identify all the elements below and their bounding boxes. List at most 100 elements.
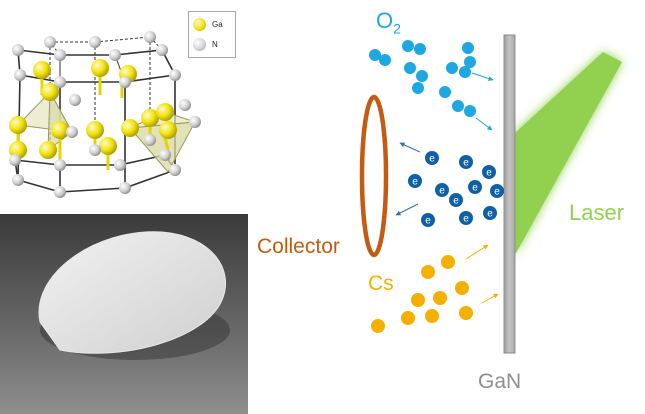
electron	[408, 174, 422, 188]
ga-atom	[121, 119, 139, 137]
electron	[421, 213, 435, 227]
ga-atom	[86, 121, 104, 139]
n-atom	[156, 44, 168, 56]
ga-atom	[99, 137, 117, 155]
ga-swatch-icon	[193, 17, 206, 31]
o2-arrow	[471, 72, 494, 81]
cs-label: Cs	[368, 272, 394, 295]
ga-atom	[156, 103, 174, 121]
n-atom	[54, 159, 66, 171]
o2-molecule	[404, 62, 416, 74]
cs-arrow	[481, 293, 499, 304]
electron	[459, 211, 473, 225]
legend-label-ga: Ga	[212, 19, 223, 29]
n-atom	[12, 174, 24, 186]
electron	[435, 183, 449, 197]
legend-item-ga: Ga	[193, 16, 223, 32]
electron-label: e	[463, 214, 469, 225]
electron	[483, 206, 497, 220]
electron-label: e	[425, 216, 431, 227]
o2-label-sub: 2	[393, 20, 401, 37]
n-atom	[189, 116, 201, 128]
n-atom	[109, 49, 121, 61]
n-atom	[14, 69, 26, 81]
cs-atom	[401, 311, 415, 325]
ga-atom	[141, 109, 159, 127]
cs-atom	[411, 293, 425, 307]
electron-label: e	[494, 187, 500, 198]
gan-substrate	[503, 34, 516, 354]
n-atom	[54, 186, 66, 198]
cs-atom	[371, 319, 385, 333]
o2-molecule	[416, 70, 428, 82]
electron	[482, 165, 496, 179]
collector-label: Collector	[257, 235, 340, 258]
cs-atom	[433, 291, 447, 305]
electron-label: e	[472, 183, 478, 194]
n-atom	[159, 149, 171, 161]
legend-label-n: N	[212, 39, 218, 49]
o2-molecule	[446, 62, 458, 74]
n-atom	[144, 134, 156, 146]
electron	[468, 180, 482, 194]
n-atom	[44, 36, 56, 48]
o2-molecules	[369, 40, 476, 117]
o2-molecule	[459, 66, 471, 78]
n-atom	[144, 31, 156, 43]
electron-label: e	[412, 177, 418, 188]
electron-label: e	[487, 209, 493, 220]
laser-label: Laser	[569, 200, 625, 225]
o2-molecule	[402, 40, 414, 52]
flow-arrows	[395, 72, 499, 304]
n-atom	[66, 126, 78, 138]
electron	[490, 184, 504, 198]
n-atom	[119, 76, 131, 88]
electron-label: e	[439, 186, 445, 197]
electron	[425, 151, 439, 165]
electron	[459, 155, 473, 169]
n-swatch-icon	[193, 37, 206, 51]
n-atom	[12, 44, 24, 56]
n-atom	[54, 49, 66, 61]
laser-beam	[515, 52, 622, 255]
electron-label: e	[429, 154, 435, 165]
o2-molecule	[439, 86, 451, 98]
cs-atom	[421, 265, 435, 279]
n-atom	[179, 99, 191, 111]
wafer-disk	[38, 231, 227, 354]
ga-atom	[9, 116, 27, 134]
o2-molecule	[379, 54, 391, 66]
ga-atoms	[9, 59, 177, 159]
o2-molecule	[412, 82, 424, 94]
cs-arrow	[465, 244, 489, 260]
electron-arrow	[399, 142, 421, 153]
n-atom	[169, 164, 181, 176]
electron-label: e	[463, 158, 469, 169]
ga-atom	[39, 141, 57, 159]
o2-molecule	[414, 43, 426, 55]
ga-atom	[91, 59, 109, 77]
cs-atom	[425, 309, 439, 323]
o2-molecule	[462, 42, 474, 54]
ga-atom	[159, 121, 177, 139]
o2-arrow	[475, 117, 493, 131]
ga-atom	[41, 83, 59, 101]
n-atom	[119, 182, 131, 194]
n-atom	[89, 144, 101, 156]
o2-molecule	[369, 49, 381, 61]
electron-label: e	[453, 196, 459, 207]
o2-molecule	[464, 105, 476, 117]
o2-label-main: O	[376, 8, 394, 33]
ga-atom	[33, 61, 51, 79]
gan-crystal-structure	[9, 31, 201, 198]
electron-arrow	[395, 203, 419, 216]
n-atom	[9, 154, 21, 166]
o2-molecule	[452, 100, 464, 112]
ga-atom	[51, 121, 69, 139]
n-atom	[54, 76, 66, 88]
electron-label: e	[486, 168, 492, 179]
collector-ring	[359, 94, 389, 258]
